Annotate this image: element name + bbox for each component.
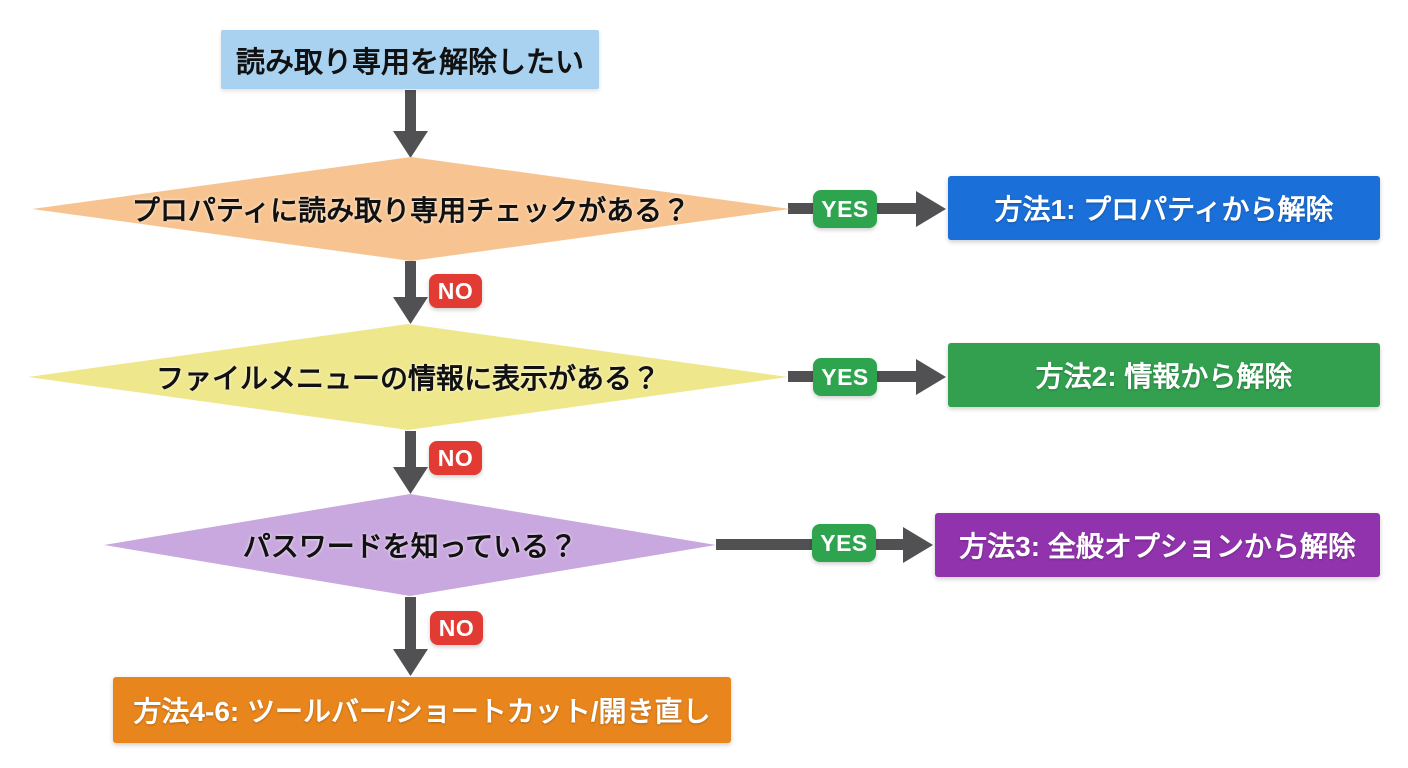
arrow-decision2-to-decision3 [393,431,428,494]
arrow-decision1-to-decision2 [393,261,428,324]
arrow-decision3-to-result3 [716,527,933,563]
start-node: 読み取り専用を解除したい [221,30,599,89]
final-node: 方法4-6: ツールバー/ショートカット/開き直し [113,677,731,743]
yes-badge-3: YES [812,524,876,562]
result-2-label: 方法2: 情報から解除 [1035,361,1293,392]
no-badge-2: NO [429,441,482,475]
decision-1-question: プロパティに読み取り専用チェックがある？ [131,195,691,226]
decision-3-question: パスワードを知っている？ [242,531,578,562]
result-3-label: 方法3: 全般オプションから解除 [959,531,1356,562]
no-badge-3: NO [430,611,483,645]
start-node-label: 読み取り専用を解除したい [235,46,584,79]
decision-2-question: ファイルメニューの情報に表示がある？ [155,363,660,394]
no-badge-1: NO [429,274,482,308]
result-node-1: 方法1: プロパティから解除 [948,176,1380,240]
result-1-label: 方法1: プロパティから解除 [994,194,1334,225]
result-node-2: 方法2: 情報から解除 [948,343,1380,407]
yes-badge-2: YES [813,358,877,396]
arrow-start-to-decision1 [393,90,428,158]
result-node-3: 方法3: 全般オプションから解除 [935,513,1380,577]
yes-badge-1: YES [813,190,877,228]
final-node-label: 方法4-6: ツールバー/ショートカット/開き直し [133,696,711,727]
arrow-decision3-to-final [393,597,428,676]
